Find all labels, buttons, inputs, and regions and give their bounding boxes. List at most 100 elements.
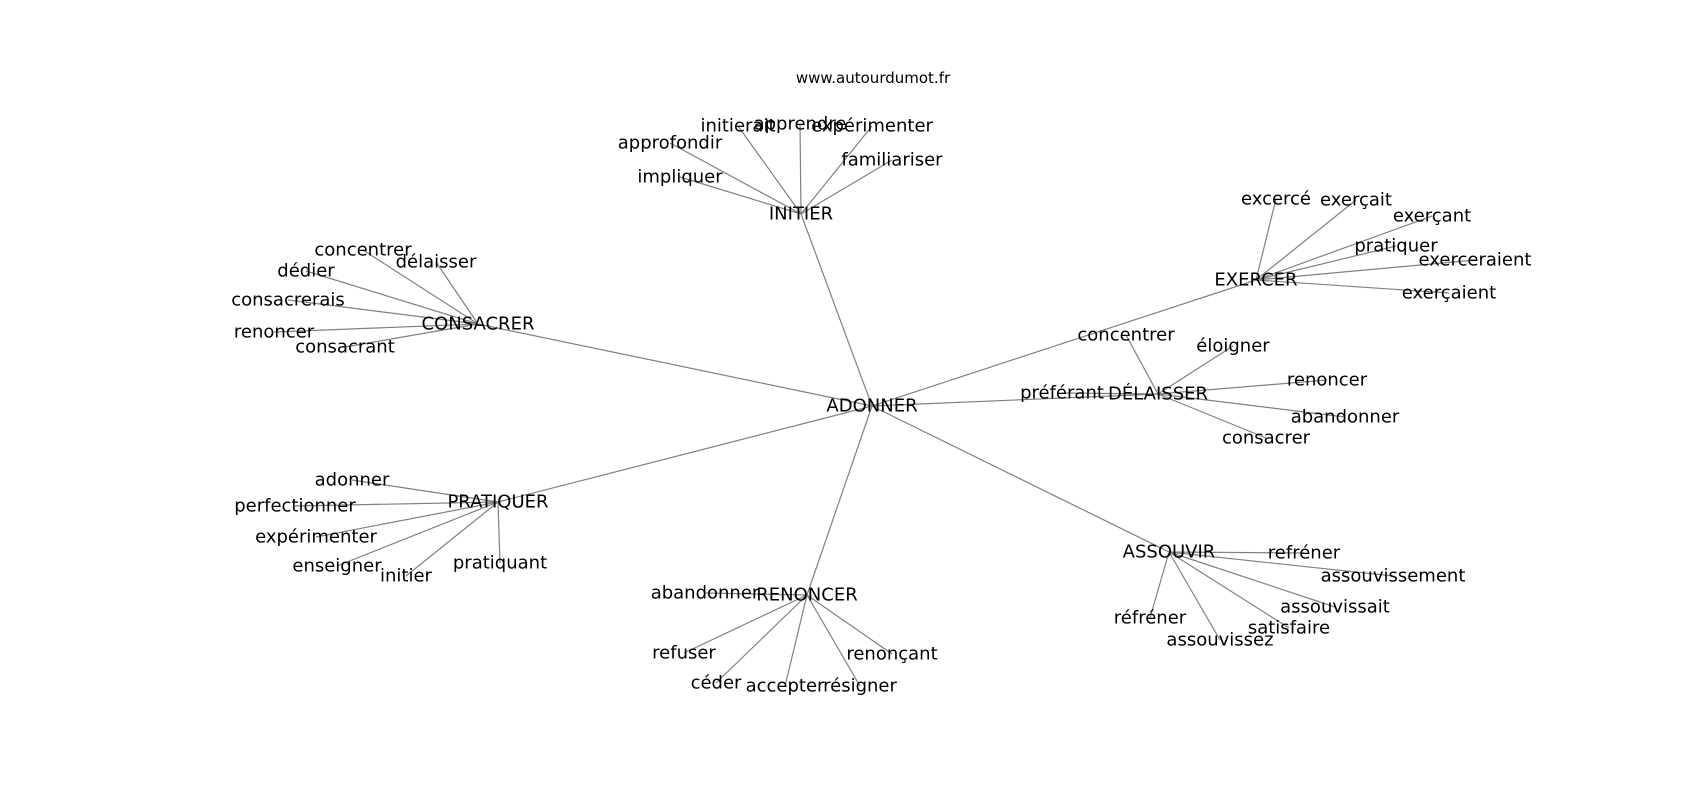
edge-center-hub	[477, 323, 873, 407]
leaf-node: exerçait	[1320, 190, 1392, 211]
leaf-node: refréner	[1268, 543, 1341, 564]
edge-hub-leaf	[351, 479, 499, 503]
edge-hub-leaf	[1168, 551, 1394, 577]
leaf-node: familiariser	[841, 150, 943, 171]
labels-layer: ADONNERINITIERinitieraitapprendreexpérim…	[231, 114, 1531, 697]
edge-center-hub	[871, 405, 1170, 553]
leaf-node: perfectionner	[234, 496, 356, 517]
leaf-node: apprendre	[754, 114, 847, 135]
edge-hub-leaf	[287, 299, 479, 325]
leaf-node: consacrant	[295, 337, 395, 358]
edge-hub-leaf	[315, 501, 499, 538]
edge-hub-leaf	[435, 261, 479, 325]
hub-node: PRATIQUER	[447, 492, 548, 513]
edge-center-hub	[871, 279, 1257, 407]
leaf-node: pratiquer	[1354, 236, 1438, 257]
leaf-node: impliquer	[637, 167, 723, 188]
edge-hub-leaf	[1157, 379, 1328, 395]
leaf-node: renonçant	[846, 644, 937, 665]
leaf-node: résigner	[823, 676, 897, 697]
hub-node: RENONCER	[756, 585, 857, 606]
edge-hub-leaf	[1061, 392, 1159, 395]
leaf-node: concentrer	[314, 240, 412, 261]
leaf-node: expérimenter	[811, 116, 933, 137]
leaf-node: exerçaient	[1402, 283, 1496, 304]
hub-node: DÉLAISSER	[1108, 383, 1208, 405]
edge-hub-leaf	[1157, 393, 1346, 418]
edge-hub-leaf	[806, 594, 893, 655]
leaf-node: accepter	[746, 676, 825, 697]
edge-hub-leaf	[1255, 259, 1476, 281]
edge-center-hub	[497, 405, 873, 503]
edge-hub-leaf	[1255, 279, 1450, 294]
edge-center-hub	[871, 393, 1159, 407]
leaf-node: pratiquant	[453, 553, 547, 574]
edge-hub-leaf	[669, 142, 802, 215]
edge-hub-leaf	[294, 501, 499, 507]
hub-node: EXERCER	[1214, 270, 1297, 291]
edge-hub-leaf	[405, 501, 499, 577]
hub-node: INITIER	[769, 204, 833, 225]
edge-hub-leaf	[1255, 245, 1397, 281]
leaf-node: expérimenter	[255, 527, 377, 548]
leaf-node: dédier	[277, 261, 335, 282]
edge-hub-leaf	[1149, 551, 1170, 619]
leaf-node: assouvissement	[1321, 566, 1466, 587]
leaf-node: initierait	[700, 116, 775, 137]
edge-hub-leaf	[737, 125, 802, 215]
edge-hub-leaf	[715, 594, 808, 684]
leaf-node: satisfaire	[1248, 618, 1330, 639]
edge-hub-leaf	[806, 594, 861, 687]
leaf-node: concentrer	[1077, 325, 1175, 346]
leaf-node: abandonner	[1291, 407, 1400, 428]
leaf-node: délaisser	[396, 252, 477, 273]
edge-hub-leaf	[273, 323, 479, 333]
leaf-node: refuser	[652, 643, 716, 664]
leaf-node: enseigner	[292, 556, 382, 577]
edge-hub-leaf	[1157, 393, 1267, 439]
edge-hub-leaf	[336, 501, 499, 567]
leaf-node: consacrer	[1222, 428, 1311, 449]
edge-hub-leaf	[1168, 551, 1221, 641]
hub-node: ASSOUVIR	[1123, 542, 1216, 563]
leaf-node: renoncer	[234, 322, 315, 343]
leaf-node: assouvissez	[1166, 630, 1273, 651]
edge-hub-leaf	[344, 323, 479, 348]
edge-hub-leaf	[1157, 345, 1234, 395]
edge-hub-leaf	[497, 501, 501, 564]
edge-hub-leaf	[1168, 551, 1336, 608]
leaf-node: exerçant	[1393, 206, 1471, 227]
leaf-node: approfondir	[618, 133, 723, 154]
leaf-node: consacrerais	[231, 290, 345, 311]
edge-hub-leaf	[1125, 334, 1159, 395]
edge-center-hub	[806, 405, 873, 596]
hub-node: CONSACRER	[422, 314, 535, 335]
edge-hub-leaf	[784, 594, 808, 687]
edge-hub-leaf	[683, 594, 808, 654]
edge-hub-leaf	[1255, 198, 1277, 281]
leaf-node: assouvissait	[1280, 597, 1390, 618]
edge-hub-leaf	[1255, 199, 1357, 281]
edge-hub-leaf	[1168, 551, 1305, 554]
leaf-node: adonner	[315, 470, 390, 491]
edge-hub-leaf	[362, 249, 479, 325]
edges-layer	[273, 123, 1476, 687]
leaf-node: exerceraient	[1419, 250, 1532, 271]
leaf-node: abandonner	[651, 583, 760, 604]
source-label: www.autourdumot.fr	[796, 69, 951, 87]
edge-hub-leaf	[1255, 215, 1433, 281]
edge-center-hub	[800, 213, 873, 407]
leaf-node: réfréner	[1114, 608, 1187, 629]
leaf-node: initier	[380, 566, 433, 587]
leaf-node: préférant	[1020, 383, 1104, 404]
edge-hub-leaf	[679, 176, 802, 215]
edge-hub-leaf	[800, 125, 873, 215]
edge-hub-leaf	[1168, 551, 1290, 629]
edge-hub-leaf	[305, 270, 479, 325]
edge-hub-leaf	[799, 123, 802, 215]
center-node: ADONNER	[826, 396, 917, 417]
edge-hub-leaf	[800, 159, 893, 215]
leaf-node: excercé	[1241, 189, 1311, 210]
leaf-node: éloigner	[1196, 336, 1270, 357]
